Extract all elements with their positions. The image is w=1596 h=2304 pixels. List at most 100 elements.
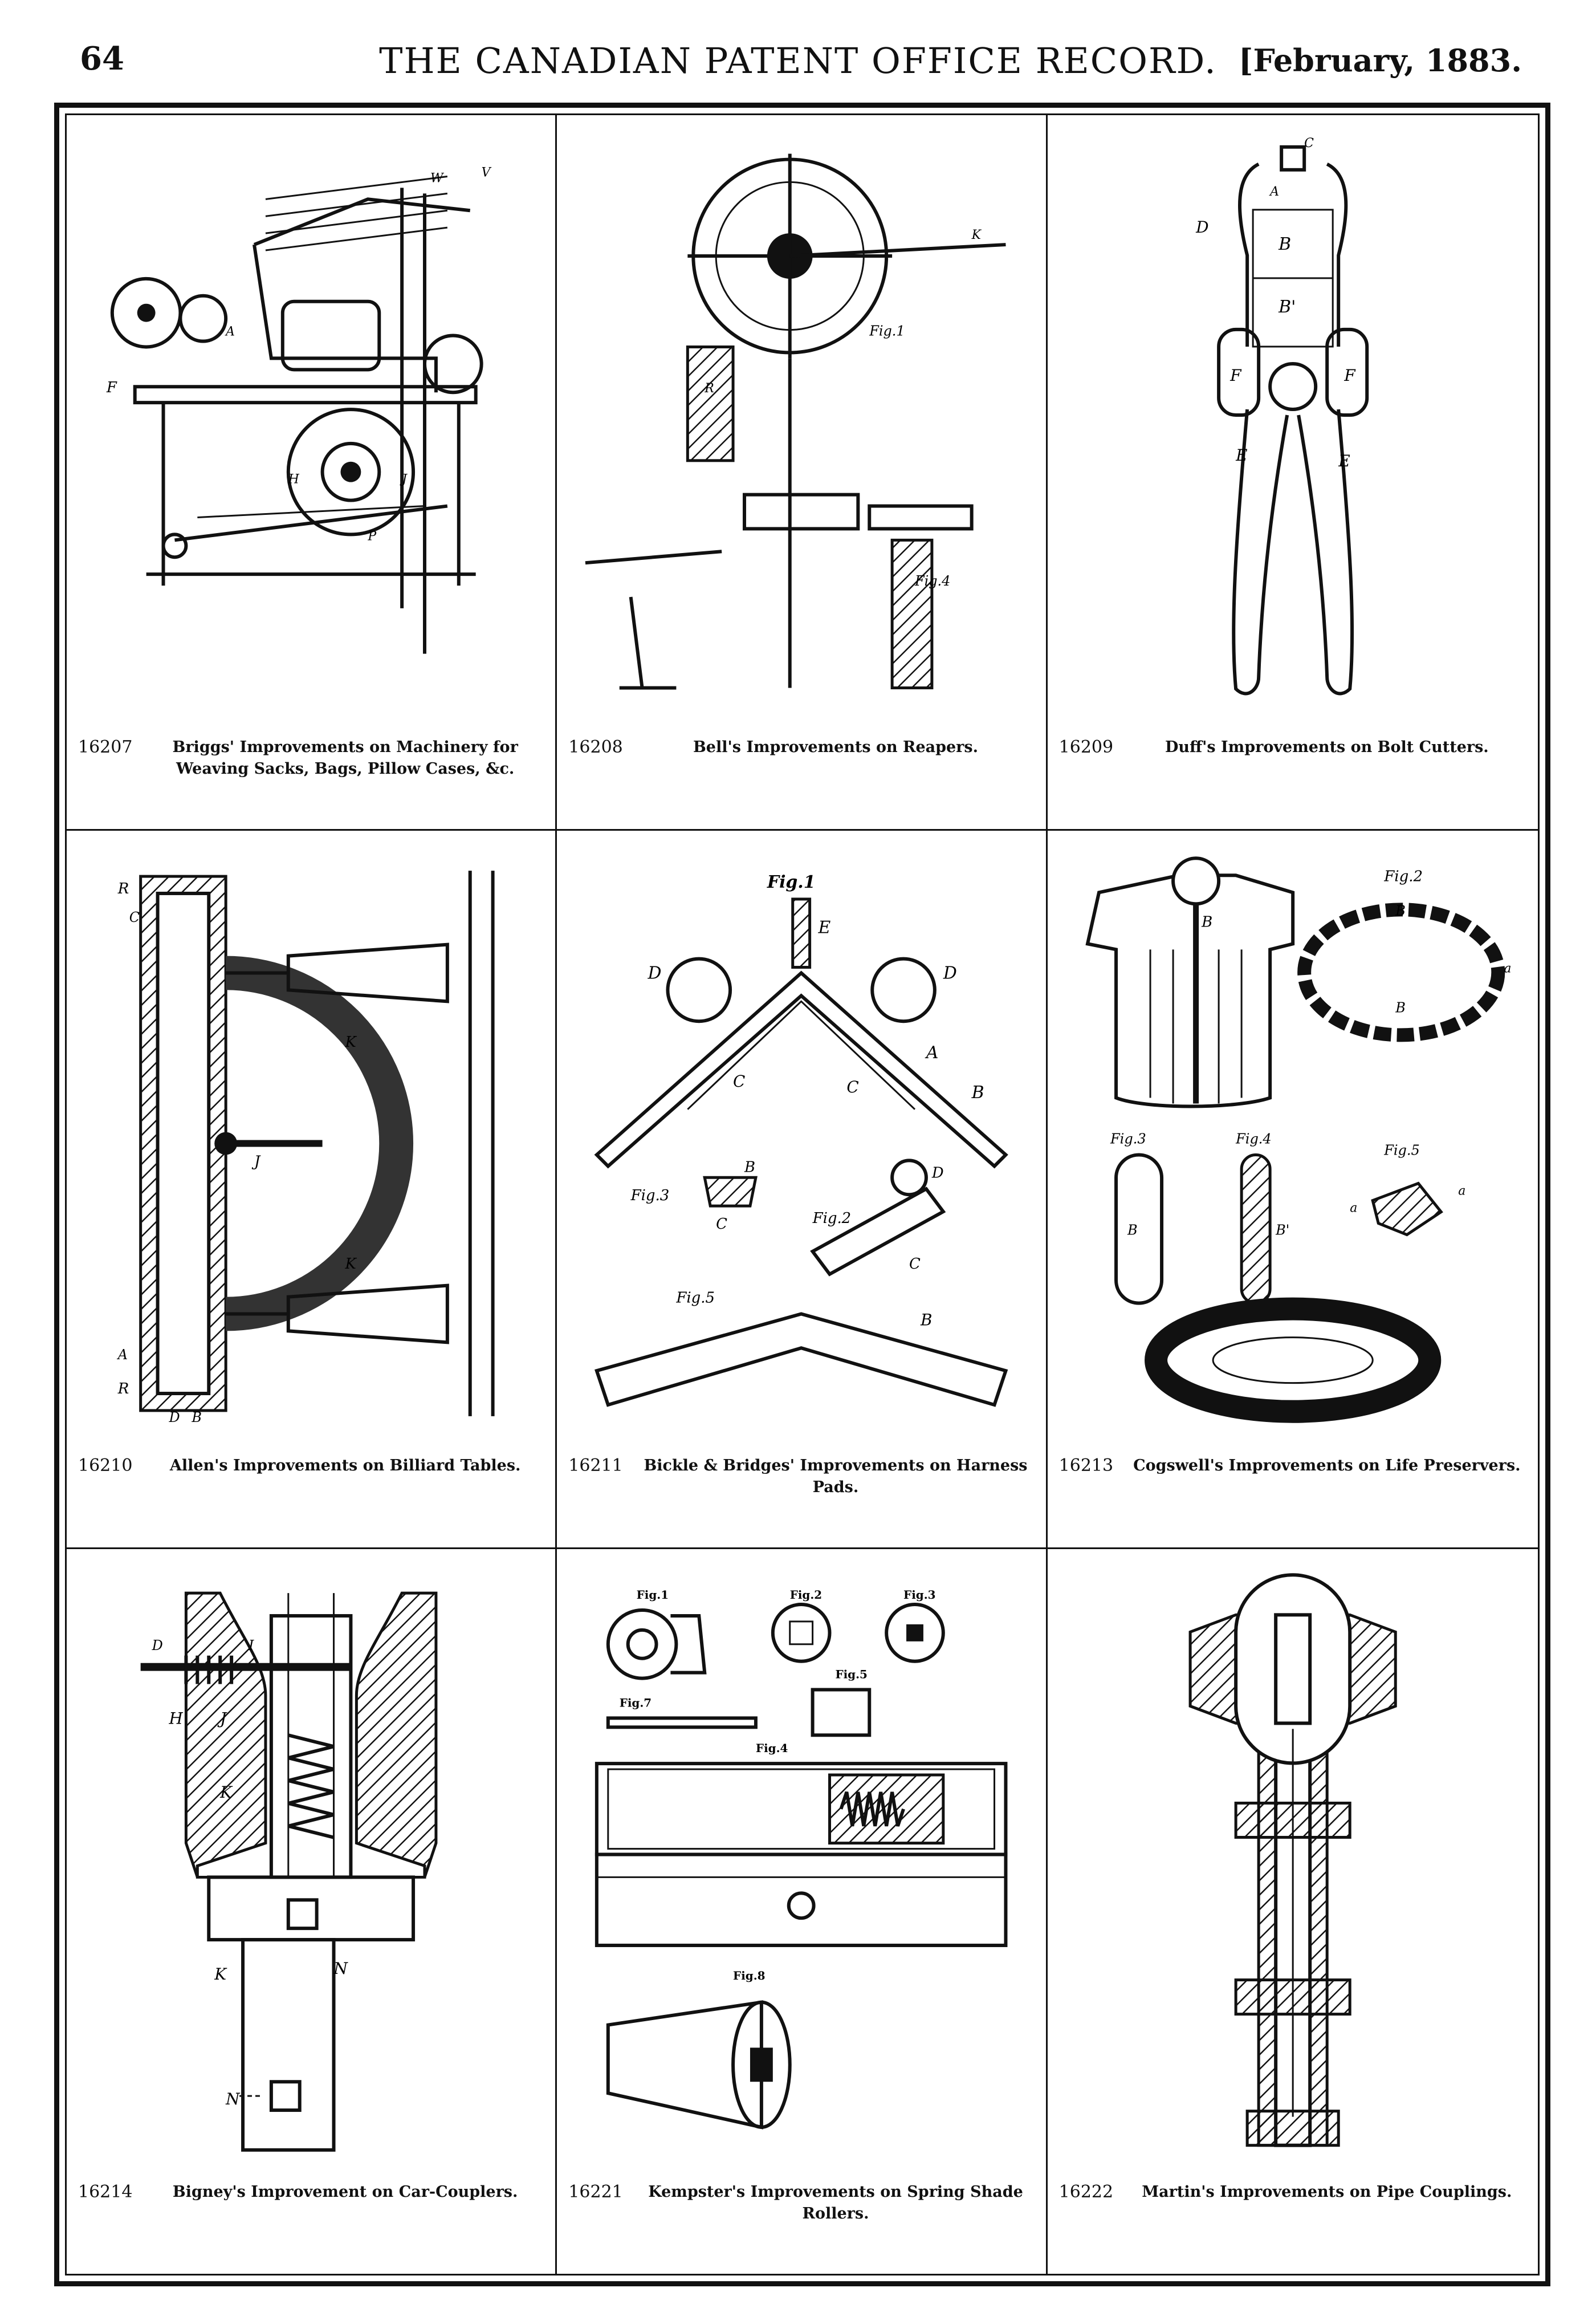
svg-text:J: J bbox=[217, 1709, 227, 1728]
svg-text:F: F bbox=[106, 379, 117, 396]
svg-text:I: I bbox=[248, 1637, 254, 1653]
svg-text:D: D bbox=[943, 963, 957, 983]
svg-text:B: B bbox=[1395, 999, 1406, 1015]
patent-frame: F A H J P W V 16207 Briggs' Improvements… bbox=[54, 103, 1550, 2286]
svg-text:A: A bbox=[925, 1043, 939, 1063]
svg-text:R: R bbox=[705, 381, 715, 396]
svg-text:D: D bbox=[648, 963, 662, 983]
svg-text:Fig.4: Fig.4 bbox=[756, 1741, 788, 1755]
patent-caption-16221: 16221 Kempster's Improvements on Spring … bbox=[568, 2177, 1034, 2262]
svg-text:Fig.2: Fig.2 bbox=[812, 1210, 852, 1227]
patent-caption-16213: 16213 Cogswell's Improvements on Life Pr… bbox=[1059, 1450, 1526, 1536]
svg-text:B: B bbox=[1278, 234, 1291, 254]
patent-cell-16213: B Fig.2 B B a Fig.3 B Fig.4 B' Fig.5 a a… bbox=[1047, 831, 1538, 1549]
patent-caption-16210: 16210 Allen's Improvements on Billiard T… bbox=[78, 1450, 544, 1536]
drawing-car-coupler: D H I J K K N N bbox=[84, 1566, 538, 2165]
svg-text:B: B bbox=[971, 1083, 984, 1103]
svg-text:Fig.4: Fig.4 bbox=[1235, 1131, 1272, 1147]
patent-title: Kempster's Improvements on Spring Shade … bbox=[648, 2183, 1023, 2222]
svg-text:Fig.5: Fig.5 bbox=[676, 1290, 715, 1307]
svg-text:W: W bbox=[430, 171, 444, 185]
svg-text:N: N bbox=[333, 1959, 349, 1978]
patent-cell-16208: Fig.1 Fig.4 K R 16208 Bell's Improvement… bbox=[557, 115, 1048, 831]
patent-title: Martin's Improvements on Pipe Couplings. bbox=[1142, 2183, 1512, 2201]
page-header: 64 THE CANADIAN PATENT OFFICE RECORD. [F… bbox=[0, 34, 1596, 86]
svg-text:R: R bbox=[117, 1380, 129, 1397]
patent-number: 16221 bbox=[568, 2182, 623, 2202]
drawing-reaper: Fig.1 Fig.4 K R bbox=[574, 132, 1028, 721]
patent-cell-16211: Fig.1 E D D C C A B Fig.3 B C Fig.2 D C … bbox=[557, 831, 1048, 1549]
svg-text:V: V bbox=[482, 165, 492, 180]
patent-grid: F A H J P W V 16207 Briggs' Improvements… bbox=[67, 115, 1538, 2274]
svg-text:E: E bbox=[1235, 446, 1247, 465]
svg-text:B: B bbox=[920, 1310, 933, 1329]
svg-text:D: D bbox=[1195, 218, 1208, 237]
svg-text:Fig.3: Fig.3 bbox=[630, 1187, 670, 1204]
svg-text:B: B bbox=[744, 1159, 755, 1176]
journal-title: THE CANADIAN PATENT OFFICE RECORD. bbox=[379, 40, 1217, 82]
svg-text:a: a bbox=[1458, 1184, 1465, 1198]
drawing-shade-rollers: Fig.1 Fig.2 Fig.3 Fig.5 Fig.7 Fig.4 Fig.… bbox=[574, 1566, 1028, 2165]
patent-cell-16207: F A H J P W V 16207 Briggs' Improvements… bbox=[67, 115, 557, 831]
svg-text:B: B bbox=[1127, 1222, 1138, 1238]
svg-text:C: C bbox=[716, 1216, 727, 1233]
patent-caption-16207: 16207 Briggs' Improvements on Machinery … bbox=[78, 732, 544, 818]
svg-text:Fig.1: Fig.1 bbox=[869, 323, 905, 339]
patent-title: Allen's Improvements on Billiard Tables. bbox=[169, 1457, 521, 1474]
drawing-weaving-machine: F A H J P W V bbox=[84, 132, 538, 721]
patent-caption-16208: 16208 Bell's Improvements on Reapers. bbox=[568, 732, 1034, 818]
page-number: 64 bbox=[80, 40, 124, 78]
svg-text:R: R bbox=[117, 880, 129, 897]
patent-cell-16221: Fig.1 Fig.2 Fig.3 Fig.5 Fig.7 Fig.4 Fig.… bbox=[557, 1549, 1048, 2274]
patent-number: 16211 bbox=[568, 1456, 623, 1476]
patent-title: Cogswell's Improvements on Life Preserve… bbox=[1133, 1457, 1521, 1474]
svg-text:C: C bbox=[129, 909, 140, 925]
svg-text:Fig.7: Fig.7 bbox=[620, 1696, 652, 1709]
svg-text:Fig.2: Fig.2 bbox=[1383, 868, 1423, 885]
svg-text:Fig.3: Fig.3 bbox=[903, 1588, 935, 1602]
patent-cell-16210: R R K K J D B A C 16210 Allen's Improvem… bbox=[67, 831, 557, 1549]
svg-text:Fig.5: Fig.5 bbox=[836, 1668, 868, 1681]
patent-title: Bigney's Improvement on Car-Couplers. bbox=[172, 2183, 518, 2201]
svg-text:F: F bbox=[1229, 366, 1242, 385]
svg-text:H: H bbox=[168, 1709, 183, 1728]
patent-number: 16208 bbox=[568, 737, 623, 757]
svg-text:Fig.1: Fig.1 bbox=[637, 1588, 669, 1602]
svg-text:Fig.3: Fig.3 bbox=[1110, 1131, 1146, 1147]
svg-text:C: C bbox=[909, 1255, 921, 1273]
patent-title: Bell's Improvements on Reapers. bbox=[693, 738, 979, 756]
patent-number: 16213 bbox=[1058, 1456, 1114, 1476]
svg-text:Fig.2: Fig.2 bbox=[790, 1588, 822, 1602]
svg-text:D: D bbox=[931, 1164, 944, 1181]
issue-date: [February, 1883. bbox=[1238, 42, 1522, 79]
patent-cell-16214: D H I J K K N N 16214 Bigney's Improveme… bbox=[67, 1549, 557, 2274]
svg-text:K: K bbox=[344, 1034, 357, 1051]
patent-number: 16214 bbox=[78, 2182, 133, 2202]
svg-text:A: A bbox=[117, 1347, 128, 1363]
patent-number: 16222 bbox=[1058, 2182, 1114, 2202]
svg-text:J: J bbox=[400, 473, 408, 487]
patent-caption-16222: 16222 Martin's Improvements on Pipe Coup… bbox=[1059, 2177, 1526, 2262]
patent-number: 16210 bbox=[78, 1456, 133, 1476]
drawing-bolt-cutters: B B' A C D F F E E bbox=[1065, 132, 1521, 721]
svg-text:B: B bbox=[1395, 903, 1406, 919]
svg-text:K: K bbox=[214, 1965, 227, 1984]
svg-text:K: K bbox=[219, 1783, 233, 1802]
patent-frame-inner: F A H J P W V 16207 Briggs' Improvements… bbox=[65, 113, 1540, 2275]
svg-text:C: C bbox=[847, 1078, 859, 1096]
patent-number: 16207 bbox=[78, 737, 133, 757]
svg-text:B: B bbox=[1201, 913, 1212, 930]
svg-text:Fig.4: Fig.4 bbox=[914, 573, 950, 589]
patent-cell-16222: 16222 Martin's Improvements on Pipe Coup… bbox=[1048, 1549, 1538, 2274]
svg-text:E: E bbox=[818, 918, 831, 938]
svg-text:a: a bbox=[1350, 1201, 1357, 1216]
patent-number: 16209 bbox=[1058, 737, 1114, 757]
svg-text:H: H bbox=[288, 473, 300, 487]
svg-text:F: F bbox=[1343, 366, 1356, 385]
svg-text:A: A bbox=[1269, 185, 1279, 199]
svg-text:K: K bbox=[344, 1255, 357, 1273]
svg-text:J: J bbox=[251, 1153, 261, 1170]
svg-text:B': B' bbox=[1278, 297, 1296, 317]
svg-text:N: N bbox=[225, 2090, 241, 2108]
patent-caption-16209: 16209 Duff's Improvements on Bolt Cutter… bbox=[1059, 732, 1526, 818]
